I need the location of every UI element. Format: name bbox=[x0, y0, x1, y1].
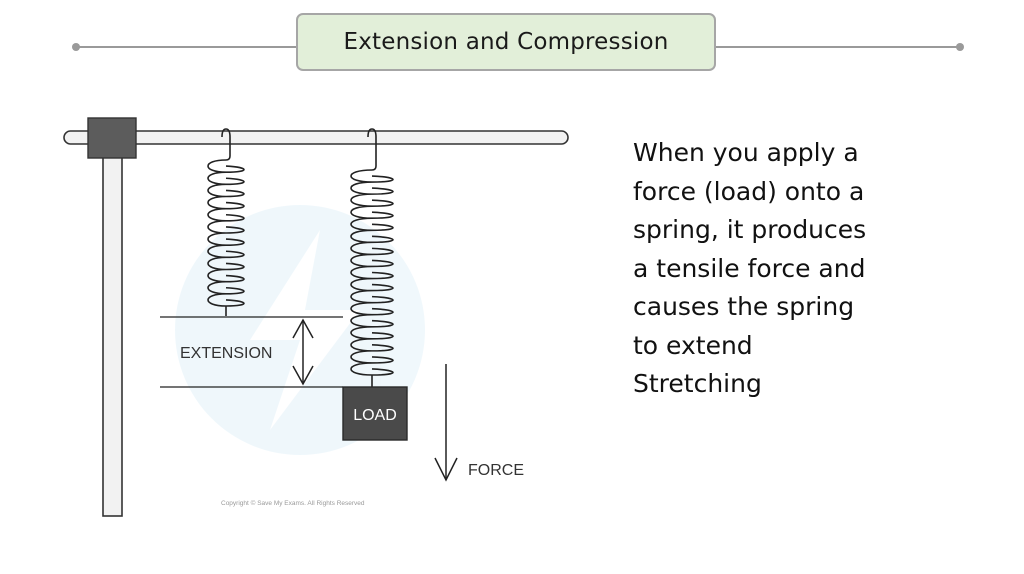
title-rule-left bbox=[76, 46, 298, 48]
description-line: causes the spring bbox=[633, 292, 855, 321]
stand-pole bbox=[102, 137, 123, 517]
copyright-text: Copyright © Save My Exams. All Rights Re… bbox=[221, 499, 365, 507]
extension-label: EXTENSION bbox=[180, 345, 272, 362]
description-line: force (load) onto a bbox=[633, 176, 865, 206]
title-rule-right bbox=[716, 46, 960, 48]
stand-clamp bbox=[87, 117, 137, 159]
force-arrow bbox=[434, 364, 458, 482]
force-label: FORCE bbox=[468, 462, 524, 479]
slide-title: Extension and Compression bbox=[343, 29, 669, 55]
description-line: Stretching bbox=[633, 369, 762, 398]
load-label: LOAD bbox=[353, 407, 397, 424]
description-line: to extend bbox=[633, 330, 753, 360]
title-box: Extension and Compression bbox=[296, 13, 716, 71]
load-block bbox=[342, 386, 408, 441]
stand-bar bbox=[63, 130, 569, 145]
title-rule-right-dot bbox=[956, 43, 964, 51]
description-line: spring, it produces bbox=[633, 215, 867, 244]
description-line: a tensile force and bbox=[633, 253, 866, 283]
spring-unloaded bbox=[207, 128, 245, 316]
extension-arrow bbox=[292, 318, 314, 386]
spring-diagram: EXTENSION LOAD FORCE Copyright © Save My… bbox=[63, 117, 569, 517]
description-text: When you apply a force (load) onto a spr… bbox=[633, 134, 933, 404]
spring-loaded bbox=[350, 128, 394, 387]
description-line: When you apply a bbox=[633, 138, 859, 167]
